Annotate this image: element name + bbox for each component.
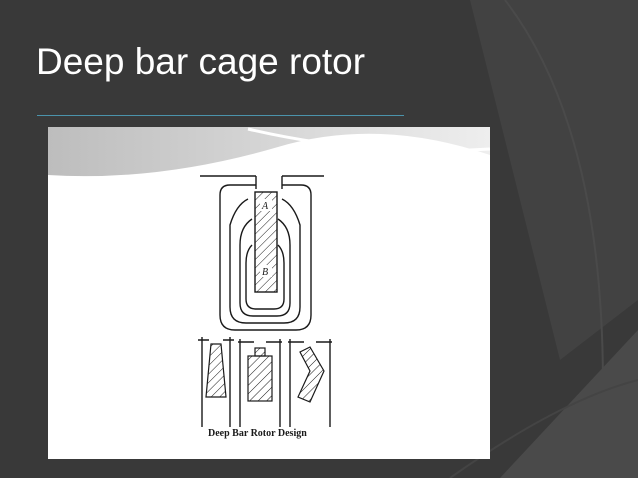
figure-caption: Deep Bar Rotor Design <box>208 428 307 439</box>
title-underline <box>37 115 404 116</box>
region-label-b: B <box>262 267 268 278</box>
slot-walls-2 <box>238 339 282 427</box>
rotor-slot-diagram: A B <box>200 175 324 331</box>
bar-neck-2 <box>254 347 266 357</box>
panel-swoosh-decoration <box>48 127 490 177</box>
content-panel: A B Deep Bar Rotor Design <box>48 127 490 459</box>
leakage-flux-line-1 <box>219 184 312 331</box>
slot-walls-1 <box>198 337 234 427</box>
bar-shape-2 <box>238 339 282 427</box>
slot-opening-neck <box>255 176 283 189</box>
slot-walls-3 <box>288 339 332 427</box>
bar-shape-1 <box>198 337 234 427</box>
leakage-flux-line-2 <box>229 198 301 324</box>
leakage-flux-line-3 <box>239 218 291 317</box>
angled-bar-3 <box>297 346 325 403</box>
bar-body-2 <box>247 355 273 402</box>
region-label-a: A <box>261 201 269 212</box>
region-label-box-b <box>260 265 272 277</box>
deep-bar-rotor-figure: A B Deep Bar Rotor Design <box>48 127 490 439</box>
background-panel-bottom-right <box>500 330 638 478</box>
background-panel-top-right <box>470 0 638 360</box>
slide-title: Deep bar cage rotor <box>36 41 366 82</box>
leakage-flux-line-4 <box>245 244 285 310</box>
tapered-bar-1 <box>205 343 227 398</box>
bar-shape-3 <box>288 339 332 427</box>
background-curve-bottom <box>449 379 638 478</box>
region-label-box-a <box>260 199 272 211</box>
panel-swoosh-highlight <box>247 127 490 153</box>
